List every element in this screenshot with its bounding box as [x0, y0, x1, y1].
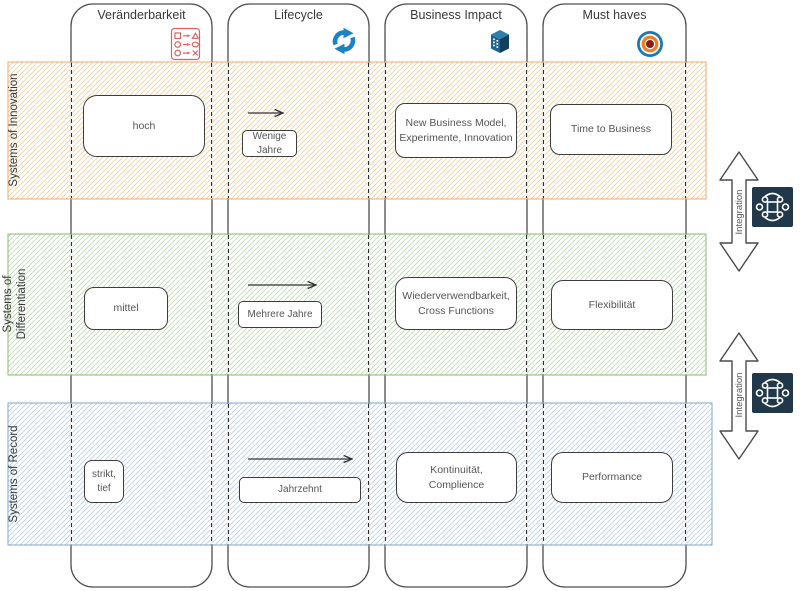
column-header-lifecycle: Lifecycle: [228, 7, 369, 23]
building-icon: [487, 28, 513, 54]
target-icon: [636, 30, 664, 58]
integration-icon-bottom: [752, 373, 793, 413]
column-header-business-impact: Business Impact: [385, 7, 527, 23]
integration-label-top: Integration: [732, 177, 746, 247]
node-hoch: hoch: [83, 95, 205, 157]
node-mehrere-jahre: Mehrere Jahre: [238, 301, 322, 328]
node-jahrzehnt: Jahrzehnt: [239, 477, 361, 503]
node-wiederverwendbarkeit: Wiederverwendbarkeit, Cross Functions: [395, 277, 517, 330]
node-mittel: mittel: [84, 287, 168, 330]
row-label-systems-of-differentiation: Systems of Differentiation: [0, 249, 30, 359]
integration-label-bottom: Integration: [732, 360, 746, 430]
node-performance: Performance: [551, 452, 673, 503]
column-header-veraenderbarkeit: Veränderbarkeit: [71, 7, 212, 23]
row-label-systems-of-innovation: Systems of Innovation: [5, 70, 23, 190]
node-flexibilitaet: Flexibilität: [551, 280, 673, 330]
node-new-business-model: New Business Model, Experimente, Innovat…: [395, 103, 517, 158]
integration-icon-top: [752, 187, 793, 227]
node-time-to-business: Time to Business: [550, 104, 672, 155]
row-label-systems-of-record: Systems of Record: [5, 414, 23, 534]
transform-icon: [170, 27, 201, 61]
node-kontinuitaet-complience: Kontinuität, Complience: [396, 452, 517, 503]
node-wenige-jahre: Wenige Jahre: [242, 130, 297, 157]
node-strikt-tief: strikt, tief: [84, 460, 124, 503]
column-header-must-haves: Must haves: [543, 7, 686, 23]
lifecycle-icon: [328, 25, 360, 57]
